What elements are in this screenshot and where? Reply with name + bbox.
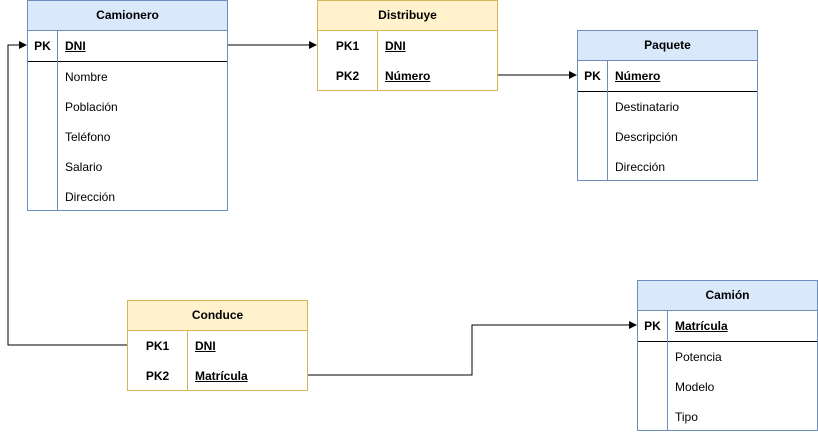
key-field: Matrícula	[195, 369, 248, 383]
key-label: PK2	[145, 369, 170, 383]
field-label: Modelo	[675, 380, 715, 394]
column-divider	[607, 60, 608, 180]
pk-label: PK	[34, 39, 51, 53]
key-row[interactable]: PK2 Número	[318, 61, 497, 91]
pk-field: Matrícula	[675, 319, 728, 333]
entity-camion[interactable]: Camión PK Matrícula Potencia Modelo Tipo	[637, 280, 818, 431]
field-label: Teléfono	[65, 130, 111, 144]
entity-paquete[interactable]: Paquete PK Número Destinatario Descripci…	[577, 30, 758, 181]
pk-label: PK	[644, 319, 661, 333]
entity-title: Camionero	[28, 1, 227, 31]
pk-divider	[578, 91, 757, 92]
field-label: Descripción	[615, 130, 678, 144]
field-row[interactable]: Potencia	[638, 342, 817, 372]
entity-title: Camión	[638, 281, 817, 311]
edge-conduce-to-camionero[interactable]	[7, 41, 127, 346]
pk-row[interactable]: PK Número	[578, 61, 757, 91]
field-row[interactable]: Tipo	[638, 402, 817, 432]
pk-row[interactable]: PK Matrícula	[638, 311, 817, 341]
column-divider	[187, 330, 188, 390]
field-label: Salario	[65, 160, 103, 174]
field-label: Dirección	[615, 160, 666, 174]
entity-title: Paquete	[578, 31, 757, 61]
key-row[interactable]: PK2 Matrícula	[128, 361, 307, 391]
relation-distribuye[interactable]: Distribuye PK1 DNI PK2 Número	[317, 0, 498, 91]
field-row[interactable]: Descripción	[578, 122, 757, 152]
pk-field: Número	[615, 69, 661, 83]
pk-field: DNI	[65, 39, 86, 53]
key-label: PK1	[335, 39, 360, 53]
field-row[interactable]: Modelo	[638, 372, 817, 402]
field-row[interactable]: Destinatario	[578, 92, 757, 122]
key-label: PK2	[335, 69, 360, 83]
field-label: Nombre	[65, 70, 108, 84]
field-label: Tipo	[675, 410, 698, 424]
field-label: Destinatario	[615, 100, 680, 114]
field-label: Dirección	[65, 190, 116, 204]
field-row[interactable]: Dirección	[28, 182, 227, 212]
pk-label: PK	[584, 69, 601, 83]
field-row[interactable]: Salario	[28, 152, 227, 182]
relation-title: Conduce	[128, 301, 307, 331]
pk-divider	[28, 61, 227, 62]
relation-title: Distribuye	[318, 1, 497, 31]
entity-camionero[interactable]: Camionero PK DNI Nombre Población Teléfo…	[27, 0, 228, 211]
field-row[interactable]: Dirección	[578, 152, 757, 182]
relation-conduce[interactable]: Conduce PK1 DNI PK2 Matrícula	[127, 300, 308, 391]
column-divider	[57, 30, 58, 210]
field-row[interactable]: Nombre	[28, 62, 227, 92]
field-label: Población	[65, 100, 118, 114]
pk-row[interactable]: PK DNI	[28, 31, 227, 61]
field-row[interactable]: Teléfono	[28, 122, 227, 152]
key-row[interactable]: PK1 DNI	[128, 331, 307, 361]
key-field: Número	[385, 69, 431, 83]
pk-divider	[638, 341, 817, 342]
key-field: DNI	[195, 339, 216, 353]
field-label: Potencia	[675, 350, 722, 364]
key-label: PK1	[145, 339, 170, 353]
column-divider	[377, 30, 378, 90]
key-row[interactable]: PK1 DNI	[318, 31, 497, 61]
key-field: DNI	[385, 39, 406, 53]
edge-conduce-to-camion[interactable]	[308, 321, 637, 376]
field-row[interactable]: Población	[28, 92, 227, 122]
column-divider	[667, 310, 668, 430]
